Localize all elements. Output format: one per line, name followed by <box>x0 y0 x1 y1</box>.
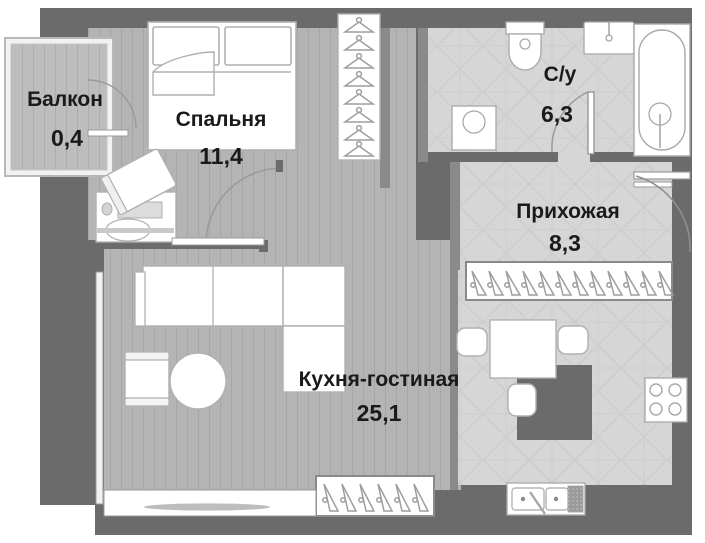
wall-corner-stub <box>672 160 692 172</box>
wall-hall-left-2 <box>450 270 458 490</box>
armchair <box>124 351 170 407</box>
bathroom-door <box>551 91 595 155</box>
bathtub <box>633 23 691 157</box>
washing-machine <box>451 105 497 151</box>
room-label-bedroom: Спальня <box>176 108 267 131</box>
dining-table <box>489 319 557 379</box>
wall-bathroom-bottom-2 <box>590 152 672 162</box>
bedroom-wardrobe <box>337 13 381 161</box>
balcony-door-arc <box>87 79 137 129</box>
room-labels: Балкон 0,4 Спальня 11,4 С/у 6,3 Прихожая… <box>27 63 620 426</box>
room-label-bathroom: С/у <box>544 63 577 86</box>
wall-bedroom-right <box>259 240 268 252</box>
cooktop <box>644 377 688 423</box>
coffee-table <box>169 352 227 410</box>
living-window-left <box>95 271 104 505</box>
wall-bathroom-left <box>418 28 428 162</box>
bed <box>147 21 297 151</box>
balcony-door <box>87 129 129 137</box>
bedroom-door <box>171 160 283 246</box>
washbasin <box>583 21 635 55</box>
hallway-floor <box>455 162 672 270</box>
wall-corner-stub2 <box>672 252 692 268</box>
dining-chairs <box>456 325 589 417</box>
living-wardrobe <box>315 475 435 517</box>
room-label-hallway: Прихожая <box>516 200 620 223</box>
room-area-balcony: 0,4 <box>51 125 83 151</box>
toilet <box>505 21 545 71</box>
window-sill <box>103 489 317 517</box>
desk-chair <box>100 148 177 216</box>
living-floor-right <box>388 28 416 490</box>
room-area-bathroom: 6,3 <box>541 101 573 127</box>
entrance-door <box>633 171 691 253</box>
wall-hall-left <box>450 162 460 270</box>
room-label-kitchen-living: Кухня-гостиная <box>299 368 460 391</box>
room-label-balcony: Балкон <box>27 88 103 111</box>
hall-wardrobe <box>465 261 675 301</box>
wall-living-right-upper <box>380 28 390 188</box>
room-area-hallway: 8,3 <box>549 230 581 256</box>
kitchen-floor-3 <box>455 365 517 485</box>
room-area-bedroom: 11,4 <box>199 143 243 169</box>
kitchen-sink <box>506 482 586 516</box>
room-area-kitchen-living: 25,1 <box>357 400 402 426</box>
balcony <box>4 37 114 177</box>
sofa <box>134 265 346 393</box>
wall-bathroom-bottom <box>428 152 558 162</box>
desk <box>95 191 177 243</box>
